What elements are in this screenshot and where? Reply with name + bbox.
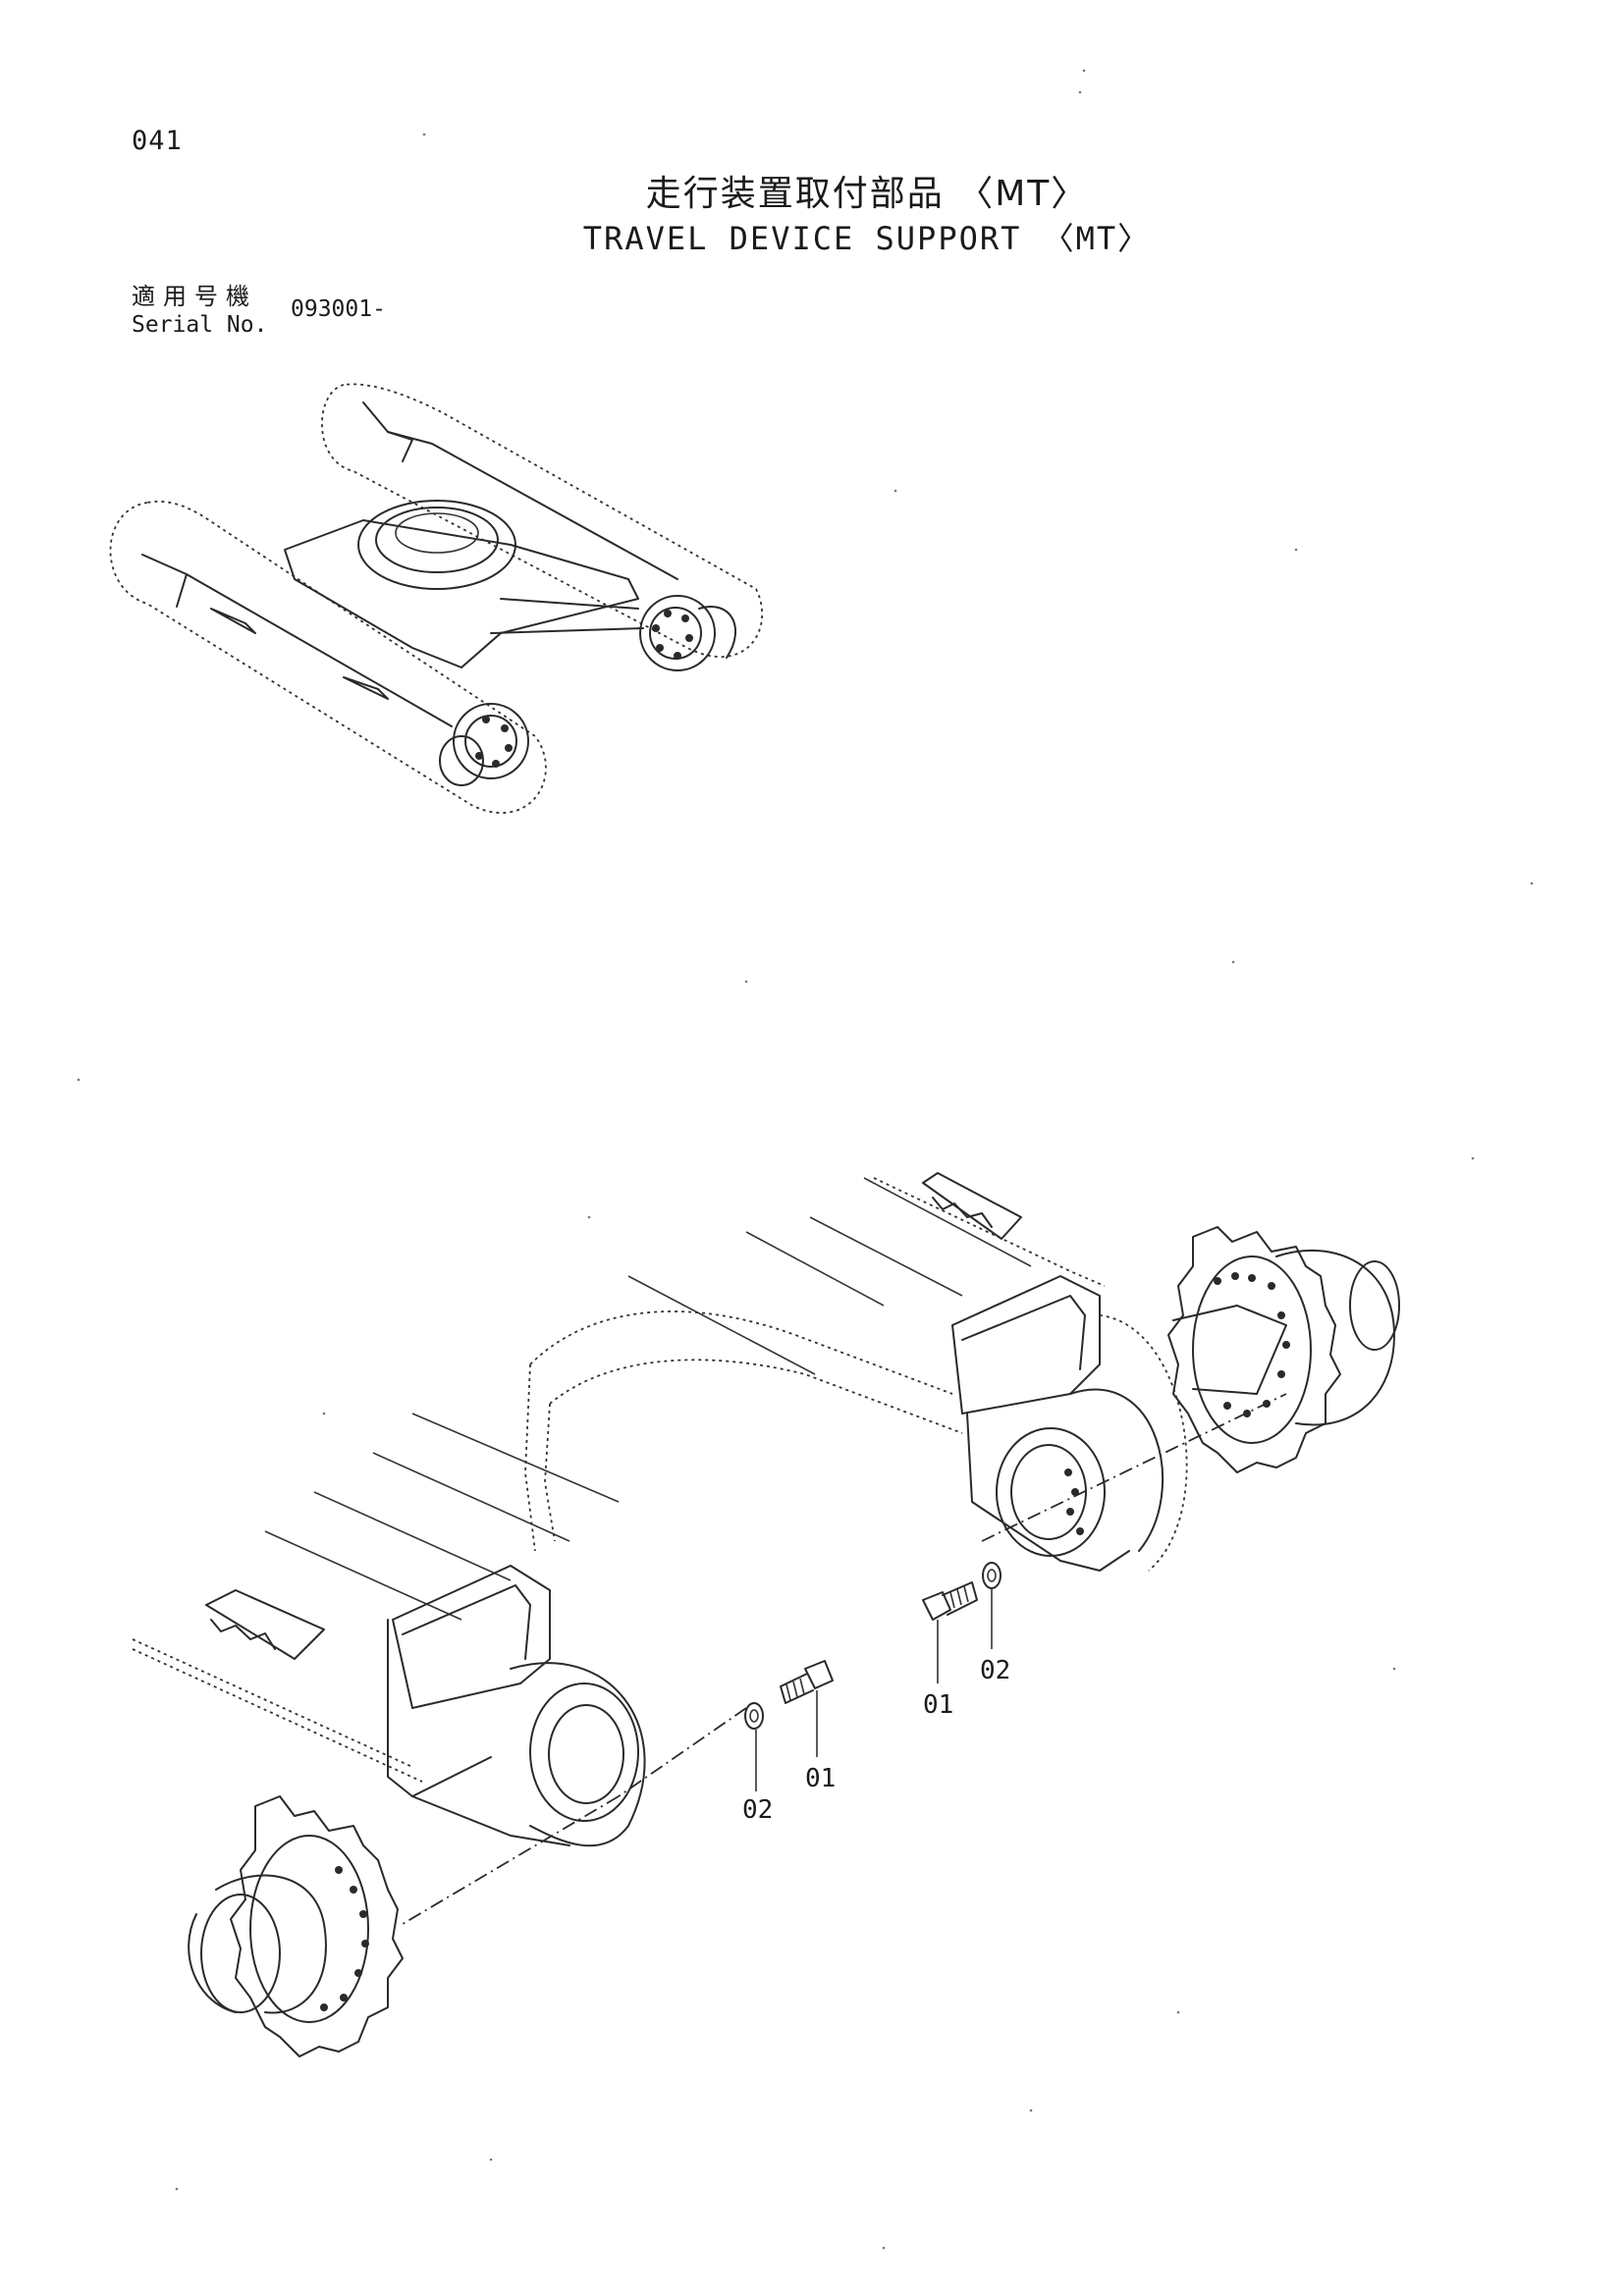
left-travel-motor-sprocket [188,1795,404,2057]
serial-label-english: Serial No. [132,312,268,338]
undercarriage-overview [109,383,764,814]
callout-left-bolt: 01 [805,1764,836,1793]
page-number: 041 [132,126,183,156]
serial-label-japanese: 適用号機 [132,283,257,310]
callout-right-bolt: 01 [923,1690,953,1720]
title-japanese: 走行装置取付部品 〈MT〉 [645,174,1089,214]
serial-number-value: 093001- [291,296,386,322]
scan-speckle [77,69,1534,2250]
right-travel-motor-sprocket [1167,1226,1400,1473]
callout-right-washer: 02 [980,1656,1010,1685]
title-english: TRAVEL DEVICE SUPPORT 〈MT〉 [582,220,1152,257]
right-bolt-and-washer [922,1393,1287,1683]
callout-left-washer: 02 [742,1795,773,1825]
left-bolt-and-washer [402,1660,834,1925]
track-frame-main-view [132,1172,1188,1847]
